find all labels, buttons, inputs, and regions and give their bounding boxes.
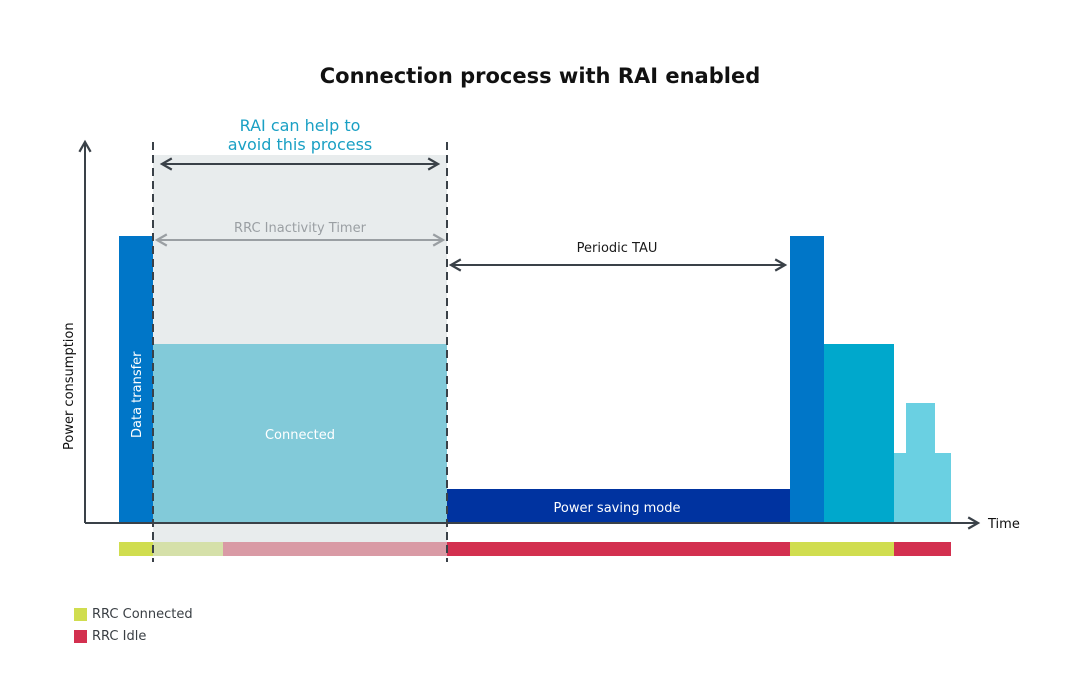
diagram-title: Connection process with RAI enabled (320, 64, 761, 88)
rai-note-line1: RAI can help to (240, 116, 361, 135)
tau-connected-bar (824, 344, 894, 523)
rrc-strip-connected-1 (119, 542, 153, 556)
legend-item-rrc-idle: RRC Idle (74, 626, 193, 646)
legend-swatch-rrc-connected (74, 607, 87, 621)
y-axis-label: Power consumption (62, 322, 77, 450)
x-axis-label: Time (987, 517, 1020, 532)
tau-peak-bar (790, 236, 824, 523)
connected-block (153, 344, 447, 523)
rrc-strip-idle-faded (223, 542, 447, 556)
tau-tail-bar (894, 403, 951, 523)
rrc-strip-connected-faded (153, 542, 223, 556)
data-transfer-label: Data transfer (130, 351, 145, 438)
power-saving-label: Power saving mode (554, 501, 681, 516)
power-saving-block (447, 489, 790, 523)
rai-note-line2: avoid this process (228, 135, 373, 154)
legend-item-rrc-connected: RRC Connected (74, 604, 193, 624)
legend-label: RRC Idle (92, 628, 147, 644)
rrc-strip-connected-2 (790, 542, 894, 556)
rrc-strip-idle-1 (447, 542, 790, 556)
legend-swatch-rrc-idle (74, 629, 87, 643)
legend-label: RRC Connected (92, 606, 193, 622)
periodic-tau-label: Periodic TAU (577, 241, 658, 256)
legend: RRC Connected RRC Idle (74, 604, 193, 648)
rrc-inactivity-timer-label: RRC Inactivity Timer (234, 221, 367, 236)
rrc-strip-idle-2 (894, 542, 951, 556)
data-transfer-bar (119, 236, 153, 523)
connected-label: Connected (265, 428, 335, 443)
